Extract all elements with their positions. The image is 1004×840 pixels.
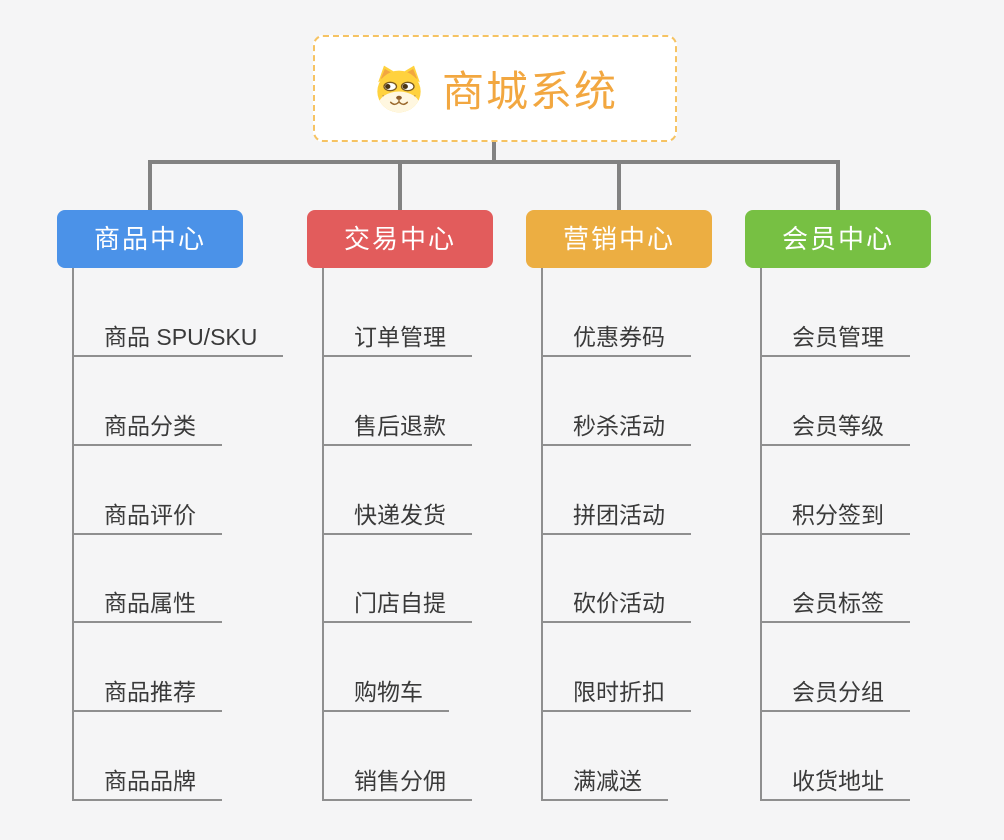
topic-item[interactable]: 商品品牌	[72, 763, 222, 801]
connector-rail	[148, 160, 840, 164]
connector-drop-products	[148, 160, 152, 210]
topic-item[interactable]: 收货地址	[760, 763, 910, 801]
topic-item[interactable]: 购物车	[322, 674, 449, 712]
topic-item[interactable]: 快递发货	[322, 497, 472, 535]
topic-item[interactable]: 销售分佣	[322, 763, 472, 801]
connector-trunk	[492, 142, 496, 162]
topic-item[interactable]: 订单管理	[322, 319, 472, 357]
topic-item[interactable]: 限时折扣	[541, 674, 691, 712]
topic-item[interactable]: 拼团活动	[541, 497, 691, 535]
topic-item[interactable]: 会员分组	[760, 674, 910, 712]
topic-item[interactable]: 优惠券码	[541, 319, 691, 357]
topic-item[interactable]: 商品分类	[72, 408, 222, 446]
branch-product-center[interactable]: 商品中心	[57, 210, 243, 268]
topic-item[interactable]: 会员等级	[760, 408, 910, 446]
topic-item[interactable]: 售后退款	[322, 408, 472, 446]
connector-drop-trade	[398, 160, 402, 210]
root-topic[interactable]: 商城系统	[313, 35, 677, 142]
branch-member-center[interactable]: 会员中心	[745, 210, 931, 268]
topic-item[interactable]: 商品评价	[72, 497, 222, 535]
topic-item[interactable]: 会员标签	[760, 585, 910, 623]
topic-item[interactable]: 会员管理	[760, 319, 910, 357]
topic-item[interactable]: 商品推荐	[72, 674, 222, 712]
topic-item[interactable]: 积分签到	[760, 497, 910, 535]
connector-drop-members	[836, 160, 840, 210]
branch-trade-center[interactable]: 交易中心	[307, 210, 493, 268]
topic-item[interactable]: 满减送	[541, 763, 668, 801]
topic-item[interactable]: 商品 SPU/SKU	[72, 319, 284, 357]
topic-item[interactable]: 秒杀活动	[541, 408, 691, 446]
connector-drop-marketing	[617, 160, 621, 210]
branch-marketing-center[interactable]: 营销中心	[526, 210, 712, 268]
topic-item[interactable]: 商品属性	[72, 585, 222, 623]
topic-item[interactable]: 门店自提	[322, 585, 472, 623]
dog-face-icon	[372, 64, 426, 114]
topic-item[interactable]: 砍价活动	[541, 585, 691, 623]
root-topic-label: 商城系统	[441, 68, 618, 115]
